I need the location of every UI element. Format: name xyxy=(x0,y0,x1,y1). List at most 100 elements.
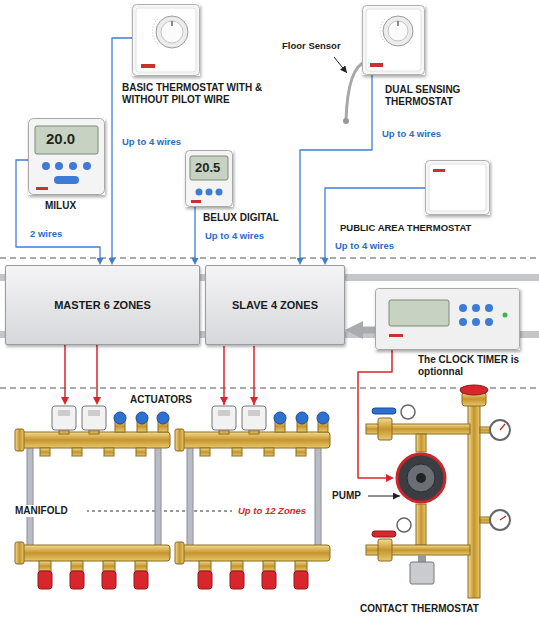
floor-sensor xyxy=(343,118,349,124)
illustration-part xyxy=(425,160,490,215)
thermostat-device: PUBLIC AREA THERMOSTAT xyxy=(425,160,490,215)
illustration-part xyxy=(394,452,448,504)
illustration-part xyxy=(190,156,228,180)
illustration-part xyxy=(185,150,233,207)
device-label: PUMP xyxy=(332,490,368,502)
wire-arrow xyxy=(64,345,66,397)
callout-label: Up to 12 Zones xyxy=(236,505,308,516)
illustration-part xyxy=(132,4,200,76)
actuator-wire xyxy=(223,346,225,405)
control-module: SLAVE 4 ZONES xyxy=(205,265,345,345)
illustration-part xyxy=(376,289,520,350)
device-label: MILUX xyxy=(45,200,105,212)
thermostat-device: MILUX xyxy=(28,118,105,195)
illustration-part xyxy=(55,162,63,170)
thermostat-device: DUAL SENSING THERMOSTAT xyxy=(362,5,425,75)
illustration-part xyxy=(380,18,386,42)
illustration-part xyxy=(372,531,396,537)
pump-station xyxy=(366,385,510,598)
device-label: DUAL SENSING THERMOSTAT xyxy=(385,84,480,108)
illustration-part xyxy=(372,408,396,414)
manifold: MANIFOLD xyxy=(5,405,180,600)
illustration-part xyxy=(35,126,98,154)
device-label: MANIFOLD xyxy=(13,505,87,517)
illustration-part xyxy=(191,200,201,203)
illustration-part xyxy=(141,64,155,68)
illustration-part xyxy=(472,304,480,312)
wire-arrow xyxy=(358,350,392,478)
module-label: SLAVE 4 ZONES xyxy=(206,299,344,312)
illustration-part xyxy=(503,313,508,318)
illustration-part xyxy=(375,288,520,350)
illustration-part xyxy=(410,562,434,584)
leader-line xyxy=(368,496,400,497)
illustration-part xyxy=(397,518,411,532)
illustration-part xyxy=(366,9,421,71)
illustration-part xyxy=(397,21,399,26)
wire-arrow xyxy=(96,345,98,397)
illustration-part xyxy=(28,118,105,195)
illustration-part xyxy=(433,169,445,172)
illustration-part xyxy=(401,405,415,419)
illustration-part xyxy=(378,539,392,561)
illustration-part xyxy=(416,434,426,452)
leader-line xyxy=(334,57,347,73)
display-reading: 20.5 xyxy=(195,160,220,176)
illustration-part xyxy=(54,176,79,184)
illustration-part xyxy=(378,418,392,440)
illustration-part xyxy=(429,164,486,211)
device-label: BASIC THERMOSTAT WITH & WITHOUT PILOT WI… xyxy=(122,82,272,106)
illustration-part xyxy=(370,63,383,67)
illustration-part xyxy=(416,473,426,483)
illustration-part xyxy=(485,304,493,312)
callout-label: CONTACT THERMOSTAT xyxy=(360,603,479,615)
illustration-part xyxy=(426,161,490,215)
illustration-part xyxy=(480,427,490,433)
module-label: MASTER 6 ZONES xyxy=(6,299,199,312)
illustration-part xyxy=(206,189,213,196)
device-label: The CLOCK TIMER is optionnal xyxy=(418,354,530,378)
illustration-part xyxy=(186,151,233,207)
illustration-part xyxy=(136,8,196,72)
wire-arrow xyxy=(194,207,195,258)
divider-line xyxy=(0,258,539,259)
wire-count: Up to 4 wires xyxy=(380,128,443,139)
illustration-part xyxy=(69,162,77,170)
illustration-part xyxy=(363,6,425,75)
pump: PUMP xyxy=(394,452,448,504)
callout-label: Floor Sensor xyxy=(282,40,341,51)
illustration-part xyxy=(196,189,203,196)
illustration-part xyxy=(156,16,188,48)
wire-count: Up to 4 wires xyxy=(203,230,266,241)
illustration-part xyxy=(161,21,183,43)
illustration-part xyxy=(389,334,403,337)
illustration-part xyxy=(460,385,488,395)
manifold-drawing xyxy=(15,406,170,589)
wire-count: Up to 4 wires xyxy=(120,136,183,147)
illustration-part xyxy=(42,162,50,170)
device-label: BELUX DIGITAL xyxy=(203,212,303,224)
device-label: PUBLIC AREA THERMOSTAT xyxy=(340,222,490,233)
divider-line xyxy=(0,388,539,389)
actuator-wire xyxy=(253,346,255,405)
wire-arrow xyxy=(112,38,132,258)
clock-timer: The CLOCK TIMER is optionnal xyxy=(375,288,520,350)
callout-label: ACTUATORS xyxy=(130,394,192,406)
illustration-part xyxy=(36,187,48,190)
illustration-part xyxy=(407,464,435,492)
illustration-part xyxy=(83,162,91,170)
illustration-part xyxy=(480,517,490,523)
thermostat-device: BASIC THERMOSTAT WITH & WITHOUT PILOT WI… xyxy=(132,4,200,76)
thermostat-device: BELUX DIGITAL xyxy=(185,150,233,207)
wire-count: 2 wires xyxy=(28,228,64,239)
illustration-part xyxy=(490,510,510,530)
illustration-part xyxy=(362,5,425,75)
illustration-part xyxy=(388,21,408,41)
display-reading: 20.0 xyxy=(46,130,75,148)
illustration-part xyxy=(171,21,173,26)
wire-arrow xyxy=(363,327,375,334)
illustration-part xyxy=(459,304,467,312)
wire-count: Up to 4 wires xyxy=(333,240,396,251)
illustration-part xyxy=(383,16,413,46)
